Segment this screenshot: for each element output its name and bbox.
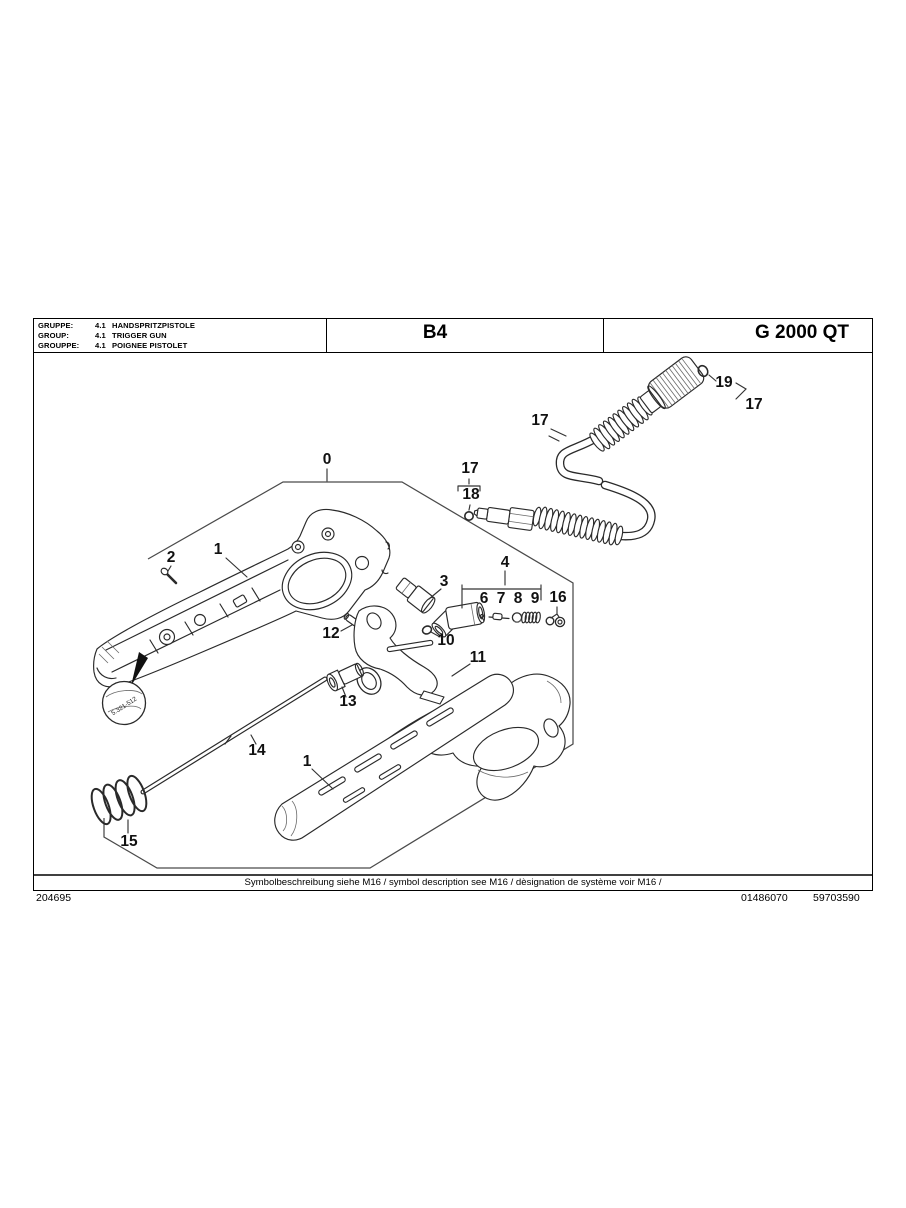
group-label-fr: GROUPPE:: [38, 341, 80, 350]
lower-housing-shell: [274, 673, 514, 841]
part-callout-16: 16: [549, 589, 567, 606]
part-callout-17: 17: [461, 460, 478, 477]
part-callout-10: 10: [437, 632, 454, 649]
footer-number-2: 59703590: [813, 892, 860, 904]
header-divider-right: [603, 318, 604, 354]
needle-7: [488, 612, 510, 621]
o-ring-19: [697, 364, 709, 378]
group-0-outline: [103, 481, 574, 869]
part-callout-2: 2: [167, 549, 176, 566]
spring-15: [90, 774, 148, 826]
header-box: [33, 318, 873, 353]
exploded-diagram: 5.321-512: [33, 356, 873, 876]
leader-lines: [127, 557, 560, 834]
part-callout-19: 19: [715, 374, 733, 391]
part-callout-17: 17: [531, 412, 548, 429]
valve-housing-4: [431, 601, 486, 638]
valve-spindle: [386, 639, 434, 653]
o-ring-18: [463, 510, 474, 521]
hose-assembly: [463, 356, 709, 546]
knurled-coupling-nut: [647, 356, 705, 410]
part-callout-14: 14: [248, 742, 266, 759]
leader-17-18: [457, 478, 481, 511]
header-row-group: GROUP: 4.1 TRIGGER GUN: [38, 331, 167, 341]
part-callout-8: 8: [514, 590, 523, 607]
shell-bore-hole: [354, 555, 370, 571]
part-callout-1: 1: [303, 753, 312, 770]
footer-number-1: 01486070: [741, 892, 788, 904]
part-callout-12: 12: [322, 625, 339, 642]
valve-small-parts: [479, 611, 566, 628]
header-row-gruppe: GRUPPE: 4.1 HANDSPRITZPISTOLE: [38, 321, 195, 331]
o-ring-10: [421, 625, 433, 635]
group-name-de: HANDSPRITZPISTOLE: [112, 321, 195, 330]
part-callout-7: 7: [497, 590, 506, 607]
push-rod-14: [140, 676, 328, 795]
sheet-id: B4: [422, 322, 448, 343]
part-callout-11: 11: [470, 649, 487, 666]
screw-2: [160, 567, 178, 585]
group-label-en: GROUP:: [38, 331, 69, 340]
part-callout-18: 18: [462, 486, 480, 503]
detail-pointer: [131, 652, 148, 686]
part-callout-3: 3: [440, 573, 449, 590]
header-divider-left: [326, 318, 327, 354]
part-callout-0: 0: [323, 451, 332, 468]
seal-kit-16: [545, 616, 566, 628]
trigger-lever: [353, 605, 445, 705]
part-callout-9: 9: [531, 590, 540, 607]
group-code: 4.1: [95, 341, 106, 350]
bushing-13: [326, 662, 365, 692]
group-code: 4.1: [95, 321, 106, 330]
group-name-fr: POIGNEE PISTOLET: [112, 341, 188, 350]
header-row-groupe: GROUPPE: 4.1 POIGNEE PISTOLET: [38, 341, 187, 351]
part-callout-13: 13: [339, 693, 357, 710]
part-callout-4: 4: [501, 554, 510, 571]
model-id: G 2000 QT: [755, 322, 849, 343]
coupler-3: [395, 577, 436, 614]
part-callout-1: 1: [214, 541, 223, 558]
part-callout-6: 6: [480, 590, 489, 607]
leader-17-upper: [548, 428, 567, 442]
hose-lower-corrugation: [532, 506, 624, 546]
part-callout-15: 15: [120, 833, 138, 850]
spring-9: [521, 611, 541, 624]
document-number: 204695: [36, 892, 72, 904]
group-name-en: TRIGGER GUN: [112, 331, 167, 340]
hose-end-fitting: [473, 507, 535, 531]
group-code: 4.1: [95, 331, 106, 340]
part-callout-17: 17: [745, 396, 762, 413]
detail-callout: 5.321-512: [101, 680, 147, 726]
hose-upper-corrugation: [589, 356, 705, 452]
trigger-guard-opening: [472, 726, 540, 772]
group-label-de: GRUPPE:: [38, 321, 74, 330]
symbol-note: Symbolbeschreibung siehe M16 / symbol de…: [244, 877, 662, 888]
leader-19-17: [708, 374, 747, 400]
